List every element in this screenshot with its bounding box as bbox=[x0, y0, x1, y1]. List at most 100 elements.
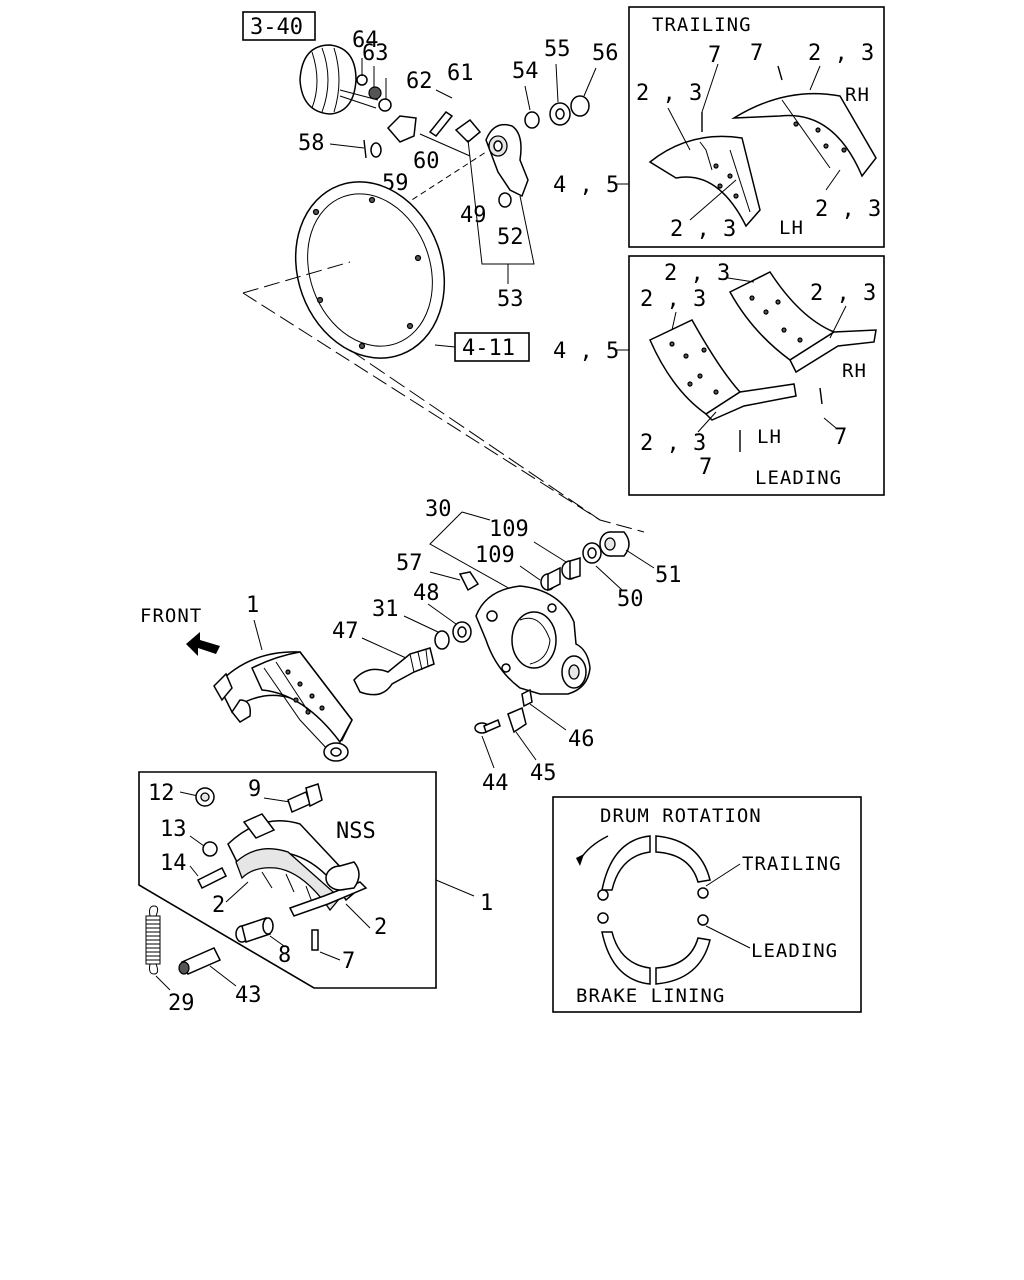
trailing-callout-2-3-a: 2 , 3 bbox=[808, 41, 874, 66]
washer-31 bbox=[434, 630, 450, 650]
callout-30: 30 bbox=[425, 497, 452, 522]
callout-57: 57 bbox=[396, 551, 423, 576]
drum-lining-icon bbox=[597, 835, 711, 985]
leading-label: LEADING bbox=[751, 940, 838, 962]
leading-callout-2-3-a: 2 , 3 bbox=[664, 261, 730, 286]
brake-lining-label: BRAKE LINING bbox=[576, 985, 725, 1007]
callout-54: 54 bbox=[512, 59, 539, 84]
callout-1-b: 1 bbox=[480, 891, 493, 916]
ref-3-40: 3-40 bbox=[250, 15, 303, 40]
callout-50: 50 bbox=[617, 587, 644, 612]
callout-43: 43 bbox=[235, 983, 262, 1008]
pin-43 bbox=[178, 947, 222, 975]
callout-2-a: 2 bbox=[212, 893, 225, 918]
trailing-callout-7b: 7 bbox=[750, 41, 763, 66]
shoe-detail-assembly bbox=[227, 813, 368, 917]
callout-63: 63 bbox=[362, 41, 389, 66]
callout-109-b: 109 bbox=[475, 543, 515, 568]
trailing-rh-label: RH bbox=[845, 84, 870, 106]
leading-rh-label: RH bbox=[842, 360, 867, 382]
rotation-arrow-icon bbox=[579, 835, 609, 861]
ref-box-3-40 bbox=[242, 11, 316, 41]
callout-1: 1 bbox=[246, 593, 259, 618]
clip-parts bbox=[507, 688, 533, 734]
trailing-shoe-rh bbox=[731, 92, 877, 178]
leading-box bbox=[628, 255, 885, 496]
callout-12: 12 bbox=[148, 781, 175, 806]
dust-shield-plate bbox=[294, 181, 446, 359]
callout-56: 56 bbox=[592, 41, 619, 66]
slack-adjuster-bracket bbox=[454, 118, 529, 208]
callout-45: 45 bbox=[530, 761, 557, 786]
callout-64: 64 bbox=[352, 28, 379, 53]
spring-29 bbox=[145, 905, 161, 975]
trailing-callout-2-3-b: 2 , 3 bbox=[636, 81, 702, 106]
leading-callout-7a: 7 bbox=[699, 455, 712, 480]
leading-lh-label: LH bbox=[757, 426, 782, 448]
trailing-box bbox=[628, 6, 885, 248]
callout-44: 44 bbox=[482, 771, 509, 796]
callout-46: 46 bbox=[568, 727, 595, 752]
bolt-61 bbox=[428, 110, 454, 138]
callout-53: 53 bbox=[497, 287, 524, 312]
leading-callout-4-5: 4 , 5 bbox=[553, 339, 619, 364]
trailing-label: TRAILING bbox=[742, 853, 842, 875]
grease-fitting-57 bbox=[458, 571, 480, 592]
callout-9: 9 bbox=[248, 777, 261, 802]
bushings-109 bbox=[540, 556, 581, 592]
trailing-callout-2-3-c: 2 , 3 bbox=[670, 217, 736, 242]
clip-13 bbox=[202, 841, 218, 857]
callout-62: 62 bbox=[406, 69, 433, 94]
drum-rotation-box bbox=[552, 796, 862, 1013]
bolt-44 bbox=[474, 718, 501, 734]
callout-2-b: 2 bbox=[374, 915, 387, 940]
callout-109-a: 109 bbox=[489, 517, 529, 542]
trailing-callout-7a: 7 bbox=[708, 43, 721, 68]
leading-callout-2-3-c: 2 , 3 bbox=[810, 281, 876, 306]
callout-14: 14 bbox=[160, 851, 187, 876]
callout-13: 13 bbox=[160, 817, 187, 842]
trailing-box-title: TRAILING bbox=[652, 14, 752, 36]
trailing-callout-2-3-d: 2 , 3 bbox=[815, 197, 881, 222]
callout-49: 49 bbox=[460, 203, 487, 228]
callout-55: 55 bbox=[544, 37, 571, 62]
camshaft-47 bbox=[353, 647, 435, 696]
pin-14 bbox=[196, 866, 228, 890]
callout-58: 58 bbox=[298, 131, 325, 156]
callout-47: 47 bbox=[332, 619, 359, 644]
leading-callout-2-3-b: 2 , 3 bbox=[640, 287, 706, 312]
leading-box-title: LEADING bbox=[755, 467, 842, 489]
leading-callout-2-3-d: 2 , 3 bbox=[640, 431, 706, 456]
seal-51 bbox=[599, 531, 630, 557]
callout-51: 51 bbox=[655, 563, 682, 588]
callout-61: 61 bbox=[447, 61, 474, 86]
leading-shoe-rh bbox=[728, 271, 877, 374]
trailing-lh-label: LH bbox=[779, 217, 804, 239]
callout-29: 29 bbox=[168, 991, 195, 1016]
ref-4-11: 4-11 bbox=[462, 336, 515, 361]
callout-31: 31 bbox=[372, 597, 399, 622]
brake-chamber: 3-40 bbox=[242, 11, 392, 115]
front-label: FRONT bbox=[140, 605, 202, 627]
leading-callout-7b: 7 bbox=[834, 425, 847, 450]
screw-7 bbox=[311, 929, 319, 951]
pin-8 bbox=[235, 917, 274, 943]
spider-housing bbox=[475, 585, 591, 695]
nss-label: NSS bbox=[336, 819, 376, 844]
leading-shoe-lh bbox=[649, 319, 797, 421]
washer-54 bbox=[524, 111, 540, 129]
brake-shoe-1 bbox=[213, 651, 353, 762]
clevis-60 bbox=[386, 115, 417, 143]
shoe-detail-box bbox=[138, 771, 437, 989]
trailing-callout-4-5: 4 , 5 bbox=[553, 173, 619, 198]
callout-52: 52 bbox=[497, 225, 524, 250]
drum-rotation-title: DRUM ROTATION bbox=[600, 805, 762, 827]
callout-48: 48 bbox=[413, 581, 440, 606]
pin-9 bbox=[287, 790, 311, 814]
washer-59 bbox=[370, 142, 382, 158]
trailing-shoe-lh bbox=[648, 135, 761, 228]
ring-56 bbox=[570, 95, 590, 117]
callout-60: 60 bbox=[413, 149, 440, 174]
callout-8: 8 bbox=[278, 943, 291, 968]
